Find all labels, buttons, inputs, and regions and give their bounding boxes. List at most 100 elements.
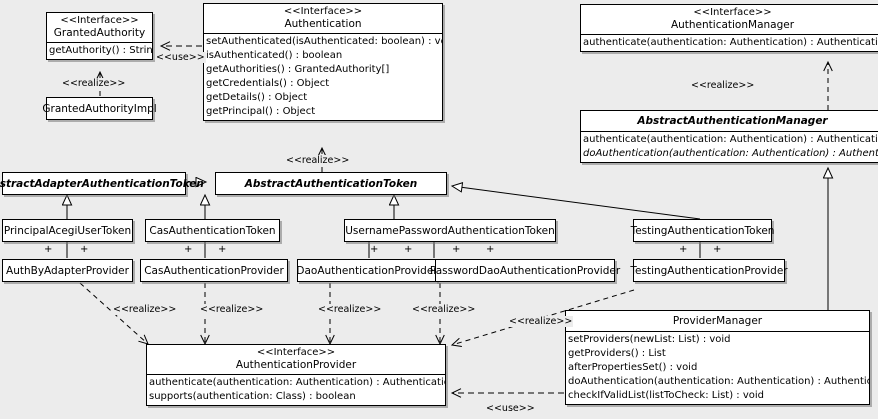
class-testing-authentication-token[interactable]: TestingAuthenticationToken [631, 219, 775, 242]
method-row: getDetails() : Object [206, 92, 308, 103]
abstract-adapter-token-header: AbstractAdapterAuthenticationToken [0, 173, 204, 194]
method-row: supports(authentication: Class) : boolea… [149, 391, 356, 402]
authentication-provider-methods: authenticate(authentication: Authenticat… [147, 374, 445, 405]
label-realize-grantedauthorityimpl: <<realize>> [61, 78, 127, 89]
assoc-visibility-marker: + [80, 244, 89, 255]
method-row: setAuthenticated(isAuthenticated: boolea… [206, 36, 442, 47]
authentication-manager-stereotype: <<Interface>> [693, 7, 772, 18]
method-row: afterPropertiesSet() : void [568, 362, 698, 373]
principal-acegi-user-token-header: PrincipalAcegiUserToken [3, 220, 132, 241]
granted-authority-impl-name: GrantedAuthorityImpl [42, 102, 157, 115]
assoc-visibility-marker: + [404, 244, 413, 255]
provider-manager-methods: setProviders(newList: List) : void getPr… [566, 331, 869, 404]
auth-by-adapter-provider-name: AuthByAdapterProvider [6, 264, 129, 277]
method-row: authenticate(authentication: Authenticat… [583, 134, 878, 145]
label-use-authentication-grantedauthority: <<use>> [155, 52, 206, 63]
class-principal-acegi-user-token[interactable]: PrincipalAcegiUserToken [2, 219, 133, 242]
granted-authority-impl-header: GrantedAuthorityImpl [42, 98, 156, 119]
authentication-provider-name: AuthenticationProvider [235, 359, 357, 371]
cas-authentication-token-header: CasAuthenticationToken [146, 220, 279, 241]
principal-acegi-user-token-name: PrincipalAcegiUserToken [3, 224, 132, 237]
class-granted-authority-impl[interactable]: GrantedAuthorityImpl [42, 97, 157, 120]
link-testingprovider-realizes-authenticationprovider [450, 289, 635, 348]
method-row: getCredentials() : Object [206, 78, 330, 89]
class-provider-manager[interactable]: ProviderManager setProviders(newList: Li… [565, 310, 870, 405]
method-row: authenticate(authentication: Authenticat… [149, 377, 445, 388]
method-row: checkIfValidList(listToCheck: List) : vo… [568, 390, 765, 401]
cas-authentication-token-name: CasAuthenticationToken [149, 224, 276, 237]
label-realize-casprovider: <<realize>> [199, 304, 265, 315]
class-auth-by-adapter-provider[interactable]: AuthByAdapterProvider [2, 259, 133, 282]
abstract-adapter-token-name: AbstractAdapterAuthenticationToken [0, 177, 204, 190]
abstract-authentication-token-name: AbstractAuthenticationToken [244, 177, 418, 190]
testing-authentication-provider-name: TestingAuthenticationProvider [630, 264, 788, 277]
label-realize-providermanager: <<realize>> [508, 316, 574, 327]
method-row: getAuthority() : String [49, 45, 152, 56]
authentication-header: <<Interface>> Authentication [204, 4, 442, 33]
class-authentication-provider[interactable]: <<Interface>> AuthenticationProvider aut… [146, 344, 446, 406]
authentication-manager-methods: authenticate(authentication: Authenticat… [581, 34, 878, 51]
password-dao-authentication-provider-header: PasswordDaoAuthenticationProvider [430, 260, 620, 281]
method-row: authenticate(authentication: Authenticat… [583, 37, 878, 48]
method-row: setProviders(newList: List) : void [568, 334, 731, 345]
assoc-visibility-marker: + [679, 244, 688, 255]
class-granted-authority[interactable]: <<Interface>> GrantedAuthority getAuthor… [46, 12, 153, 60]
label-realize-passworddaoprovider: <<realize>> [411, 304, 477, 315]
method-row: isAuthenticated() : boolean [206, 50, 343, 61]
label-realize-abstractauthmanager: <<realize>> [690, 80, 756, 91]
label-realize-abstracttoken: <<realize>> [285, 155, 351, 166]
method-row: getProviders() : List [568, 348, 666, 359]
granted-authority-methods: getAuthority() : String [47, 42, 152, 59]
dao-authentication-provider-name: DaoAuthenticationProvider [296, 264, 438, 277]
granted-authority-name: GrantedAuthority [53, 27, 146, 39]
testing-authentication-token-name: TestingAuthenticationToken [630, 224, 775, 237]
assoc-visibility-marker: + [486, 244, 495, 255]
method-row: getPrincipal() : Object [206, 106, 316, 117]
provider-manager-name: ProviderManager [672, 315, 763, 327]
abstract-authentication-token-header: AbstractAuthenticationToken [216, 173, 446, 194]
assoc-visibility-marker: + [44, 244, 53, 255]
label-realize-authbyadapterprovider: <<realize>> [112, 304, 178, 315]
abstract-authentication-manager-methods: authenticate(authentication: Authenticat… [581, 131, 878, 162]
authentication-manager-header: <<Interface>> AuthenticationManager [581, 5, 878, 34]
testing-authentication-provider-header: TestingAuthenticationProvider [630, 260, 787, 281]
class-dao-authentication-provider[interactable]: DaoAuthenticationProvider [296, 259, 438, 282]
authentication-provider-stereotype: <<Interface>> [256, 347, 336, 358]
link-testingtoken-extends-abstracttoken [452, 186, 701, 220]
username-password-authentication-token-name: UsernamePasswordAuthenticationToken [345, 224, 555, 237]
assoc-visibility-marker: + [218, 244, 227, 255]
username-password-authentication-token-header: UsernamePasswordAuthenticationToken [345, 220, 555, 241]
assoc-visibility-marker: + [452, 244, 461, 255]
class-testing-authentication-provider[interactable]: TestingAuthenticationProvider [630, 259, 788, 282]
method-row: getAuthorities() : GrantedAuthority[] [206, 64, 390, 75]
authentication-provider-header: <<Interface>> AuthenticationProvider [147, 345, 445, 374]
authentication-name: Authentication [284, 18, 362, 30]
class-password-dao-authentication-provider[interactable]: PasswordDaoAuthenticationProvider [430, 259, 620, 282]
dao-authentication-provider-header: DaoAuthenticationProvider [296, 260, 438, 281]
authentication-methods: setAuthenticated(isAuthenticated: boolea… [204, 33, 442, 120]
cas-authentication-provider-name: CasAuthenticationProvider [144, 264, 284, 277]
assoc-visibility-marker: + [370, 244, 379, 255]
password-dao-authentication-provider-name: PasswordDaoAuthenticationProvider [429, 264, 621, 277]
cas-authentication-provider-header: CasAuthenticationProvider [141, 260, 287, 281]
class-cas-authentication-provider[interactable]: CasAuthenticationProvider [140, 259, 288, 282]
provider-manager-header: ProviderManager [566, 311, 869, 331]
class-abstract-authentication-token[interactable]: AbstractAuthenticationToken [215, 172, 447, 195]
assoc-visibility-marker: + [713, 244, 722, 255]
testing-authentication-token-header: TestingAuthenticationToken [631, 220, 775, 241]
abstract-authentication-manager-header: AbstractAuthenticationManager [581, 111, 878, 131]
granted-authority-stereotype: <<Interface>> [60, 15, 139, 26]
label-realize-daoprovider: <<realize>> [317, 304, 383, 315]
class-authentication[interactable]: <<Interface>> Authentication setAuthenti… [203, 3, 443, 121]
method-row: doAuthentication(authentication: Authent… [583, 148, 878, 159]
granted-authority-header: <<Interface>> GrantedAuthority [47, 13, 152, 42]
class-abstract-authentication-manager[interactable]: AbstractAuthenticationManager authentica… [580, 110, 878, 163]
authentication-stereotype: <<Interface>> [283, 6, 363, 17]
abstract-authentication-manager-name: AbstractAuthenticationManager [637, 115, 828, 127]
class-username-password-authentication-token[interactable]: UsernamePasswordAuthenticationToken [344, 219, 556, 242]
class-abstract-adapter-authentication-token[interactable]: AbstractAdapterAuthenticationToken [0, 172, 204, 195]
class-cas-authentication-token[interactable]: CasAuthenticationToken [145, 219, 280, 242]
class-authentication-manager[interactable]: <<Interface>> AuthenticationManager auth… [580, 4, 878, 52]
authentication-manager-name: AuthenticationManager [670, 19, 795, 31]
